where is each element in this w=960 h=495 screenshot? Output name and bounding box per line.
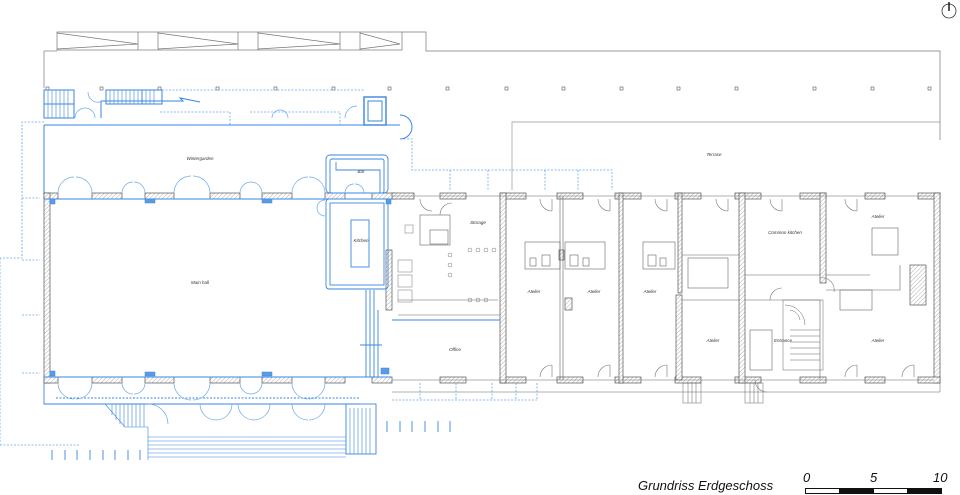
scale-segment-3 xyxy=(873,488,908,494)
sanitary-units xyxy=(524,227,899,371)
main-walls xyxy=(43,192,941,384)
hall-columns xyxy=(49,198,392,377)
scale-label-5: 5 xyxy=(870,470,878,485)
south-dashed xyxy=(392,383,538,401)
wintergarden-stairs xyxy=(47,90,155,118)
label-office: Office xyxy=(449,347,461,352)
label-bar: Bar xyxy=(357,169,365,174)
south-steps xyxy=(392,382,941,404)
label-atelier-1: Atelier xyxy=(527,289,541,294)
scale-label-0: 0 xyxy=(803,470,811,485)
label-storage: Storage xyxy=(470,220,486,225)
label-atelier-6: Atelier xyxy=(871,338,885,343)
label-main-hall: Main hall xyxy=(191,280,210,285)
label-entrance: Entrance xyxy=(774,338,793,343)
label-terrace: Terrace xyxy=(706,152,722,157)
scale-segment-1 xyxy=(805,488,840,494)
label-kitchen: Kitchen xyxy=(353,238,369,243)
label-atelier-5: Atelier xyxy=(871,214,885,219)
hall-doors xyxy=(57,175,365,425)
scale-segment-4 xyxy=(907,488,942,494)
wintergarden-dashed xyxy=(0,89,613,446)
label-atelier-4: Atelier xyxy=(706,338,720,343)
service-area xyxy=(397,224,497,303)
terrace-outline xyxy=(511,121,940,190)
label-common-kitchen: Common kitchen xyxy=(768,230,802,235)
scale-segment-2 xyxy=(839,488,874,494)
north-arrow-icon xyxy=(941,2,957,19)
canopy-structure xyxy=(43,31,941,140)
terrace-stairs xyxy=(104,403,371,460)
bollards xyxy=(51,421,451,460)
kitchen-bar-block xyxy=(43,154,500,455)
wintergarden-structure xyxy=(43,89,413,195)
drawing-title: Grundriss Erdgeschoss xyxy=(638,478,774,493)
scale-bar: 0 5 10 xyxy=(803,470,947,494)
interior-doors xyxy=(419,198,915,393)
label-wintergarden: Wintergarden xyxy=(187,156,214,161)
entrance-stair xyxy=(782,299,824,371)
wintergarden-doors xyxy=(74,91,358,119)
label-atelier-2: Atelier xyxy=(587,289,601,294)
column-markers xyxy=(45,86,932,91)
scale-label-10: 10 xyxy=(933,470,948,485)
label-atelier-3: Atelier xyxy=(643,289,657,294)
